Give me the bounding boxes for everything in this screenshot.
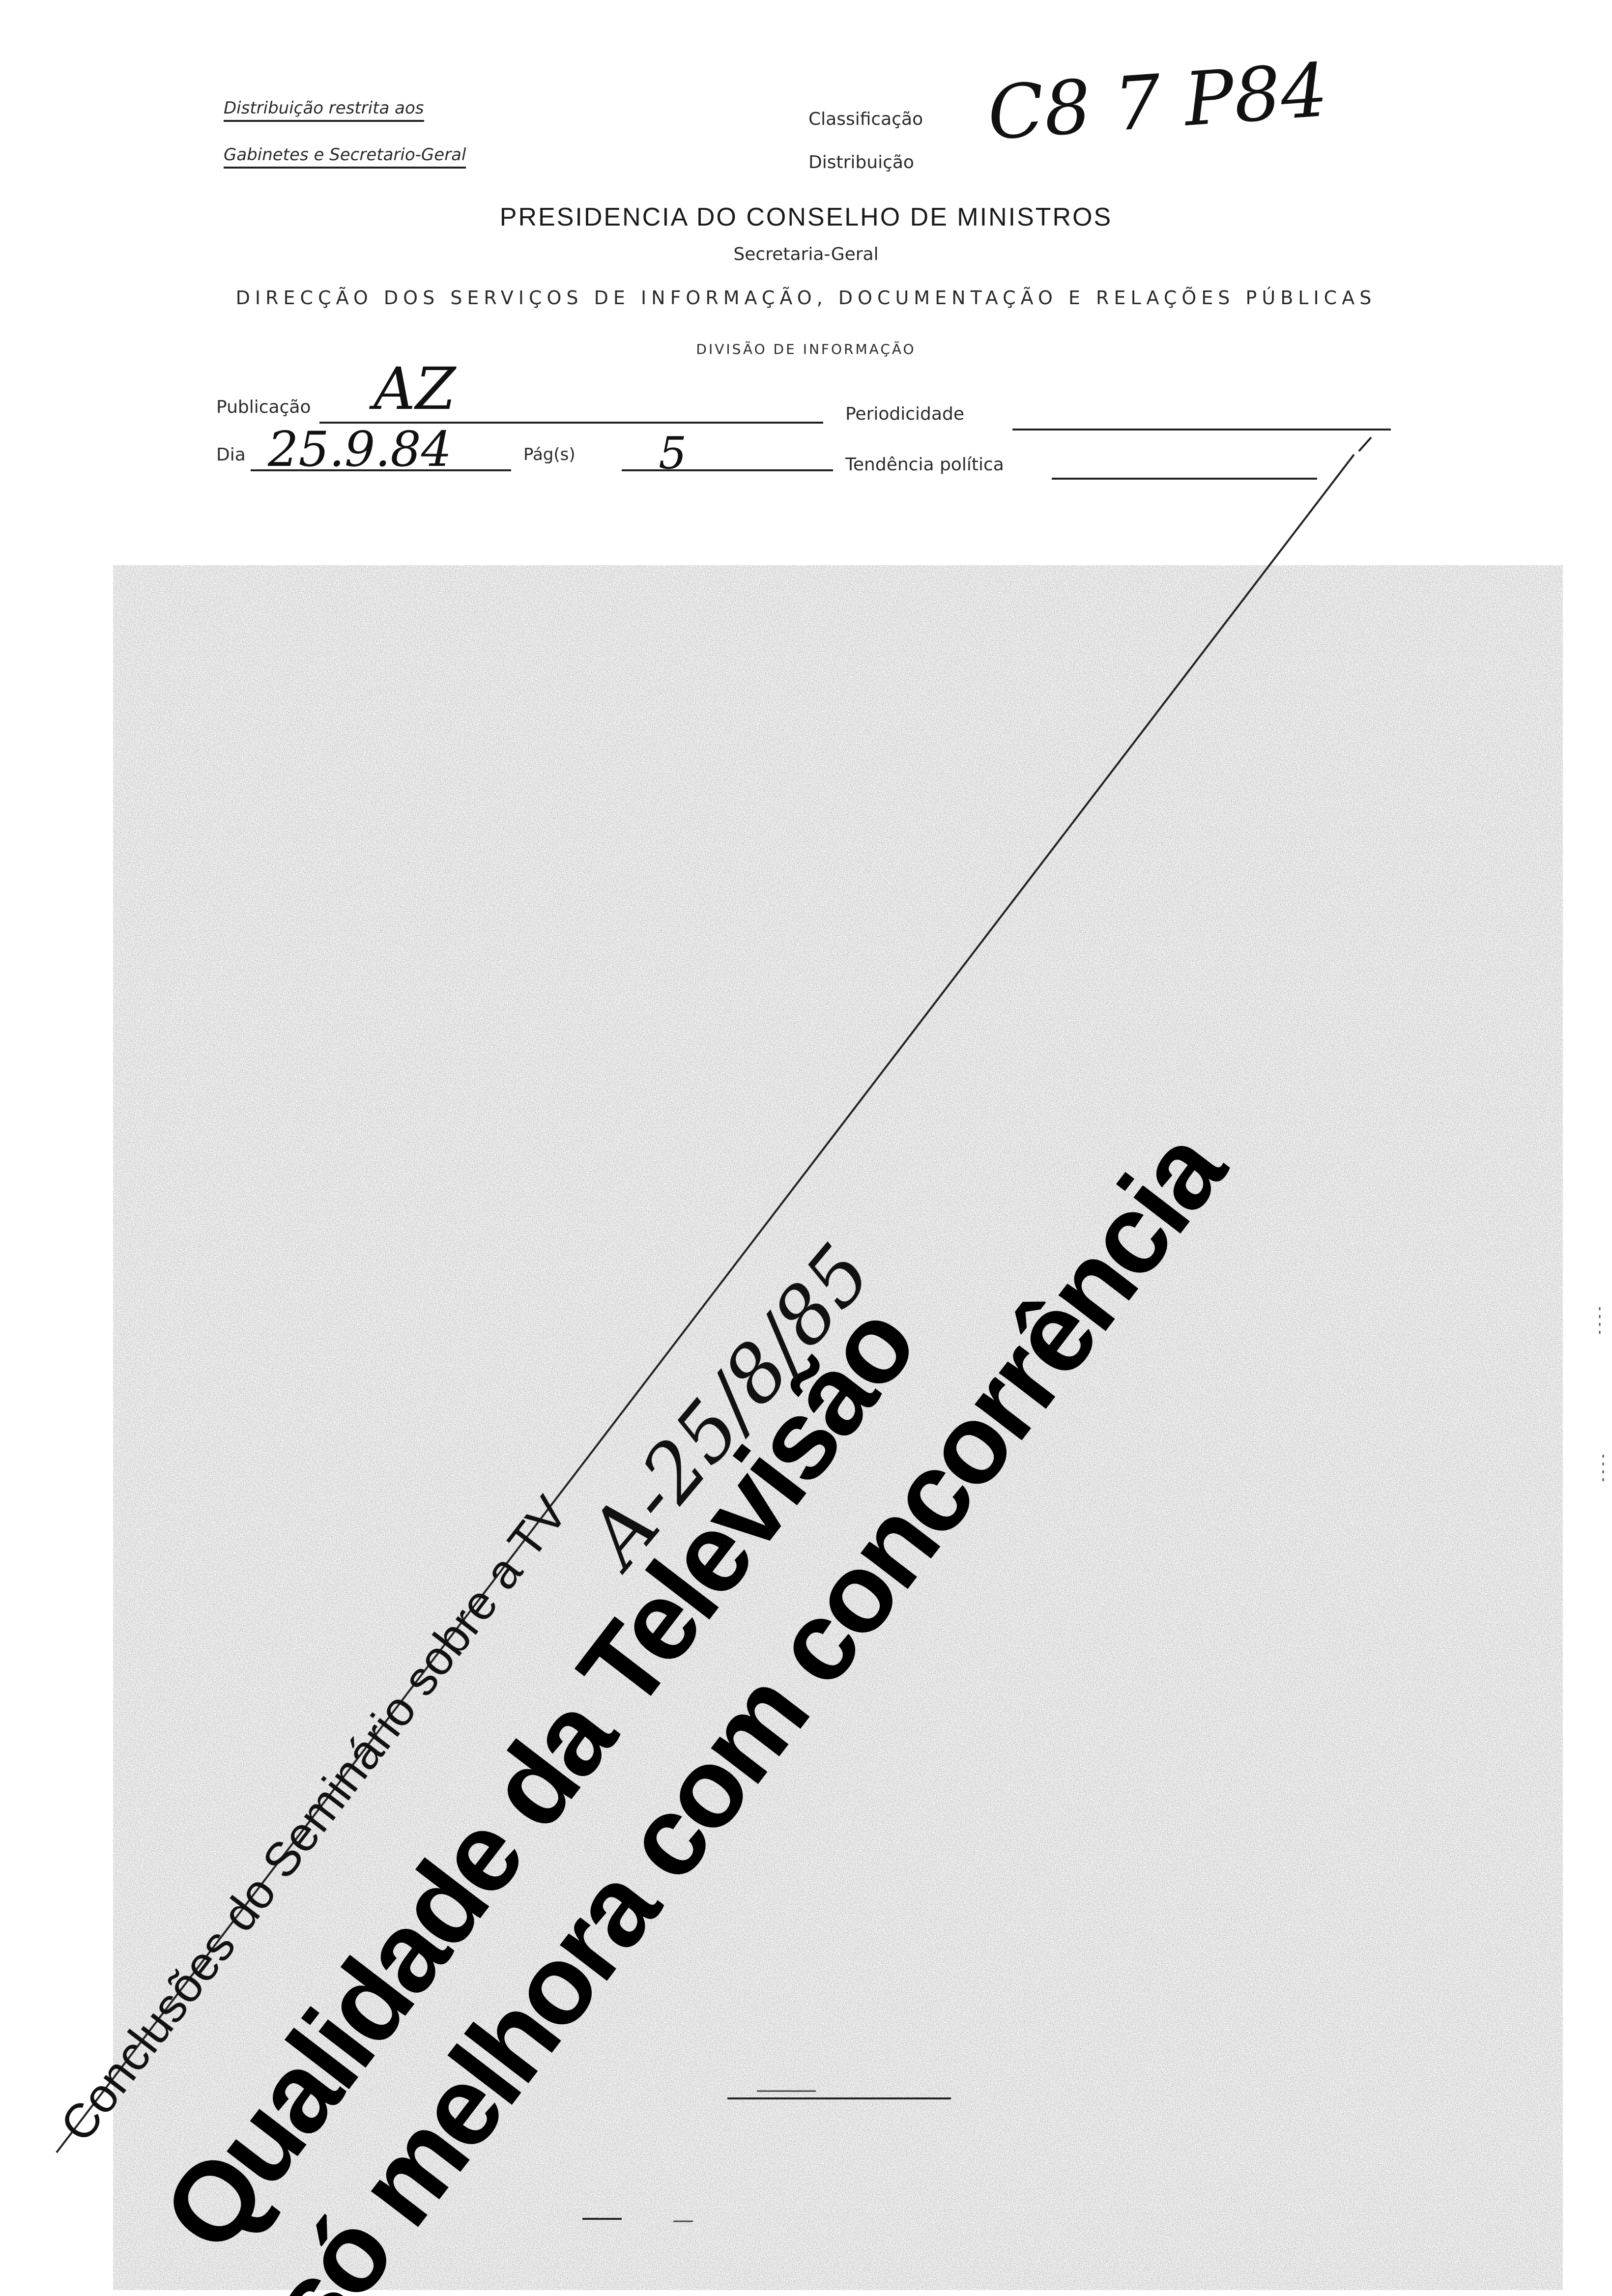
headline-line-1: Qualidade da Televisão — [139, 1285, 939, 2274]
directorate-heading: DIRECÇÃO DOS SERVIÇOS DE INFORMAÇÃO, DOC… — [235, 287, 1377, 309]
secretariat-heading: Secretaria-Geral — [733, 244, 879, 264]
periodicity-label: Periodicidade — [845, 404, 964, 424]
clipping-edge-line — [56, 454, 1355, 2153]
publication-handwritten-value: AZ — [374, 355, 456, 423]
distribution-notice-line1: Distribuição restrita aos — [224, 98, 424, 122]
distribution-notice-line2: Gabinetes e Secretario-Geral — [224, 145, 466, 169]
division-heading: DIVISÃO DE INFORMAÇÃO — [696, 341, 916, 357]
publication-fill-line — [319, 422, 823, 424]
tendency-label: Tendência política — [845, 455, 1004, 475]
day-fill-line — [251, 469, 511, 471]
pages-label: Pág(s) — [523, 445, 576, 464]
clipping-edge-tick — [1358, 436, 1372, 452]
day-label: Dia — [216, 445, 246, 465]
classification-label: Classificação — [808, 109, 923, 129]
distribution-label: Distribuição — [808, 152, 914, 172]
newsprint-texture — [113, 565, 1563, 2290]
presidency-heading: PRESIDENCIA DO CONSELHO DE MINISTROS — [499, 203, 1113, 231]
periodicity-fill-line — [1012, 429, 1391, 430]
publication-label: Publicação — [216, 397, 311, 417]
pages-fill-line — [622, 469, 833, 471]
tendency-fill-line — [1052, 478, 1317, 480]
day-handwritten-value: 25.9.84 — [268, 422, 452, 478]
